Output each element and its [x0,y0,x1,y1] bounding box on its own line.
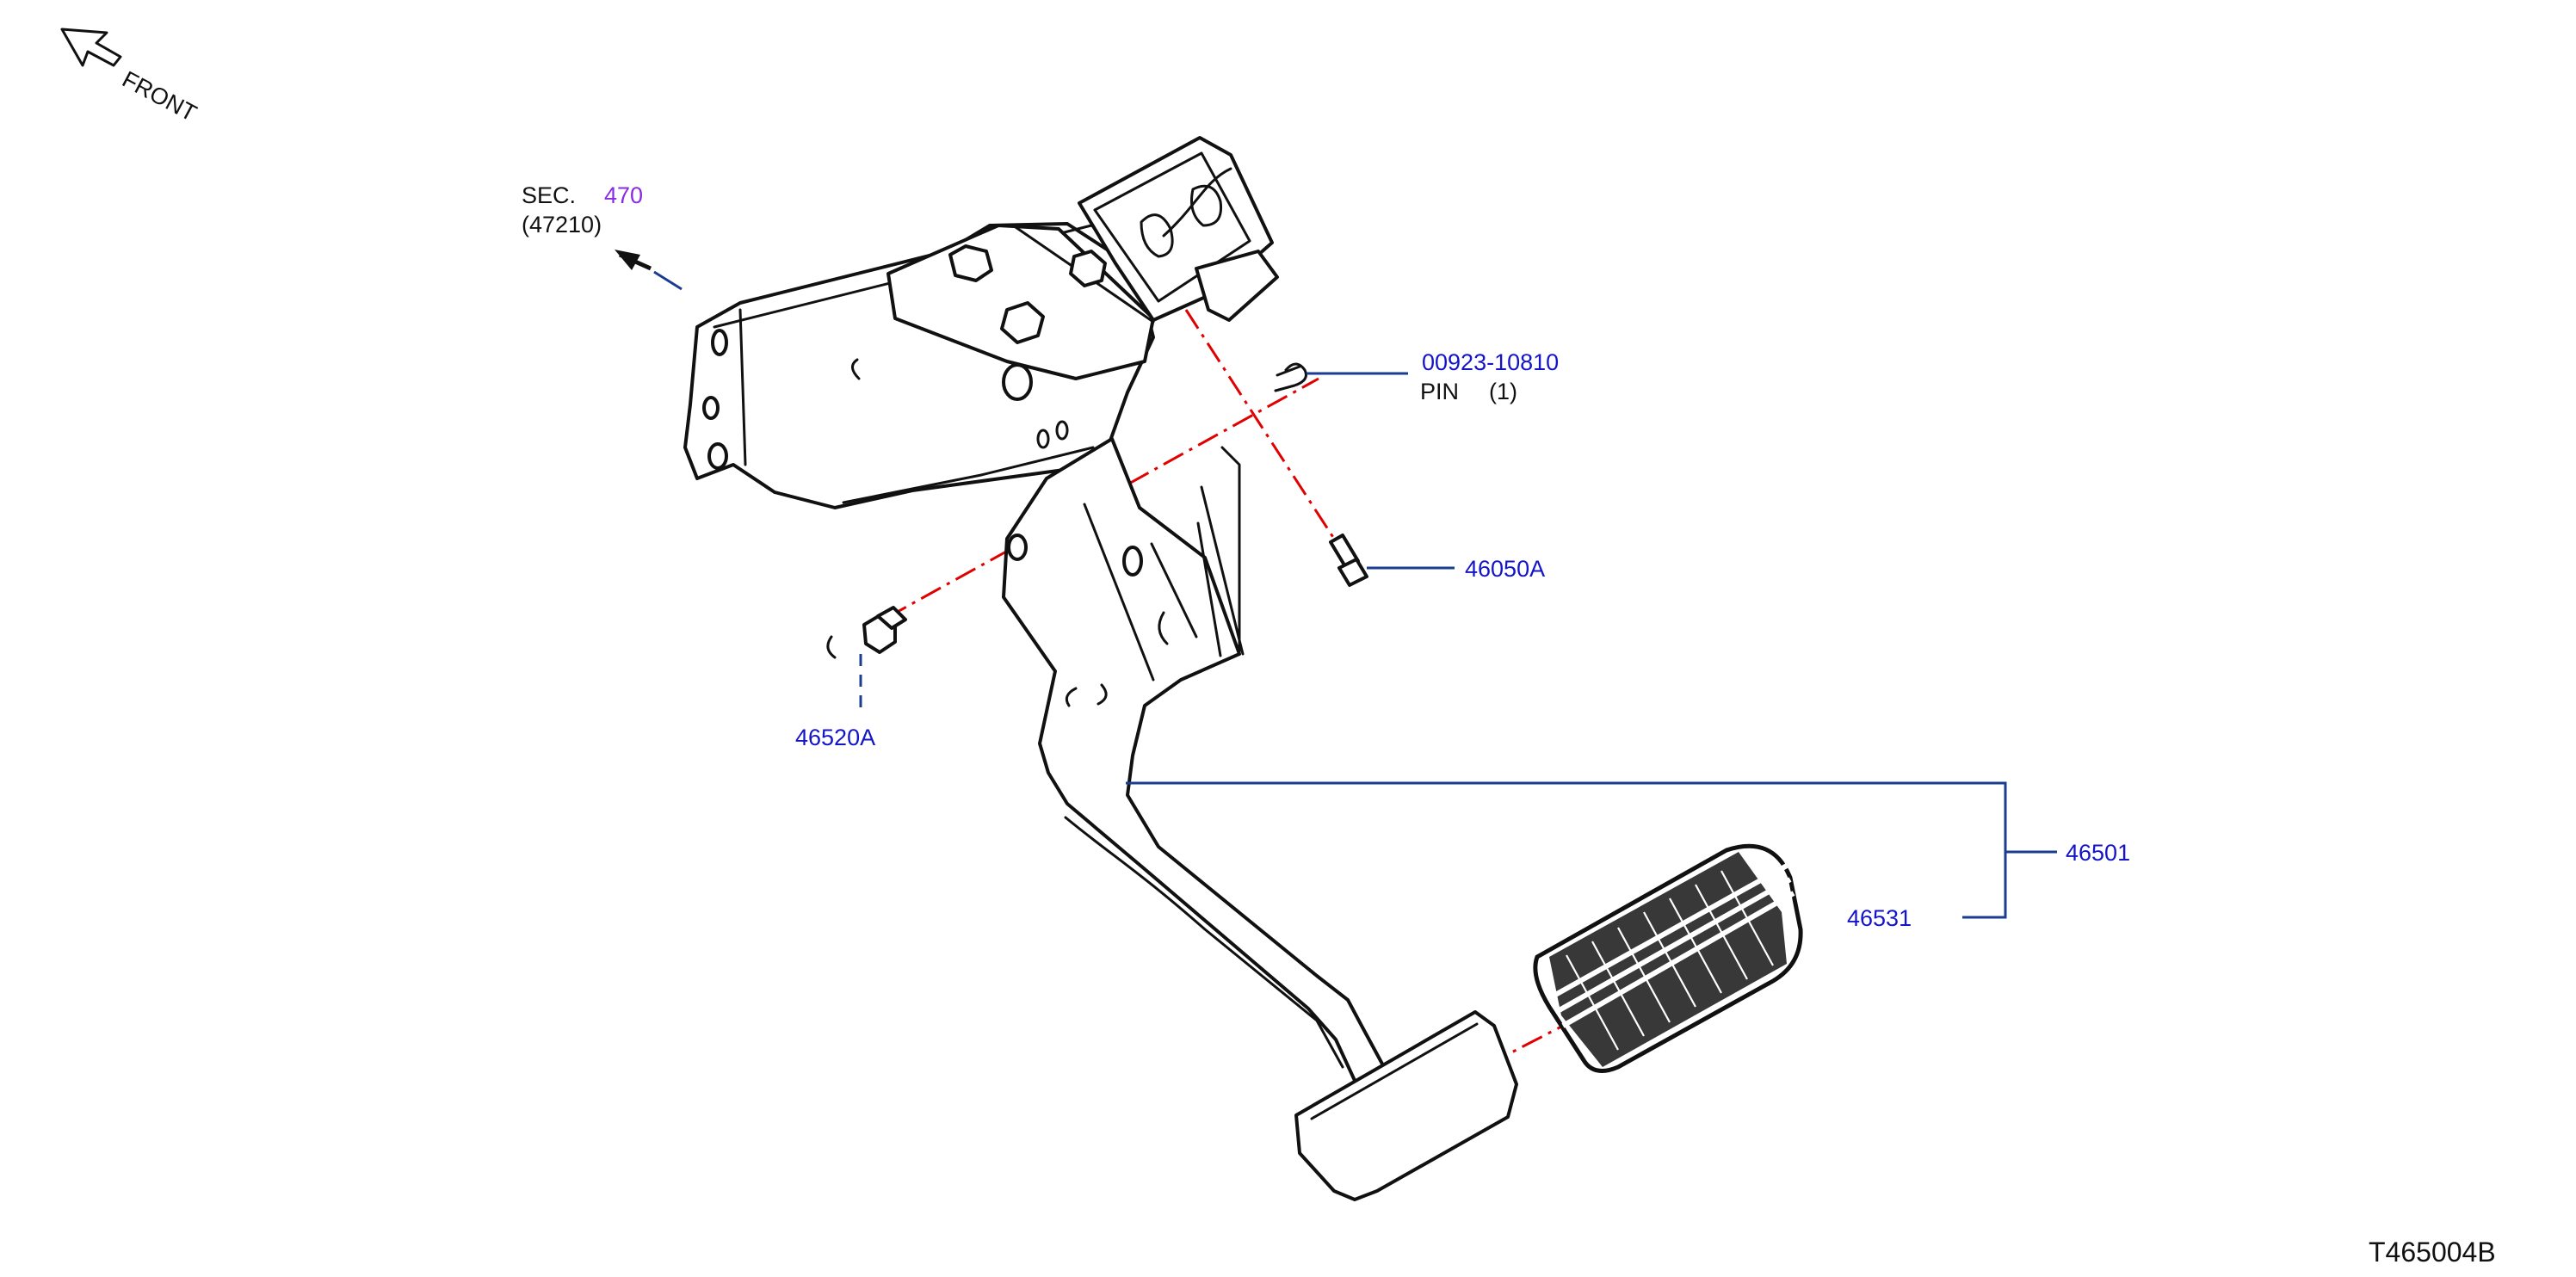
bolt-46050A [1329,534,1368,587]
leader-lines [859,372,2057,919]
figure-id: T465004B [2369,1237,2496,1268]
pedal-plate [1294,1010,1518,1201]
section-prefix: SEC. [522,182,576,208]
part-labels: 00923-10810 PIN (1) 46050A 46520A 46501 … [795,349,2130,931]
part-code-46520A[interactable]: 46520A [795,725,875,750]
part-desc-pin: PIN [1420,379,1459,404]
pedal-bracket [683,222,1155,509]
pedal-arm [1002,437,1386,1086]
section-sub-number: (47210) [522,212,602,238]
front-arrow: FRONT [60,28,201,126]
section-reference: SEC. 470 (47210) [522,182,683,291]
front-label: FRONT [118,66,201,126]
bolt-axis-centerline [1184,309,1336,540]
pedal-pad [1533,843,1803,1073]
part-code-46501[interactable]: 46501 [2066,840,2130,866]
pin-clip [1274,362,1307,392]
pad-ribs [1566,870,1774,1051]
part-code-46531[interactable]: 46531 [1847,905,1912,931]
part-code-00923-10810[interactable]: 00923-10810 [1422,349,1559,375]
bushing-46520A [826,606,907,659]
part-qty-pin: (1) [1489,379,1517,404]
switch-bracket [1078,136,1279,322]
part-code-46050A[interactable]: 46050A [1465,556,1545,582]
section-number-link[interactable]: 470 [604,182,643,208]
